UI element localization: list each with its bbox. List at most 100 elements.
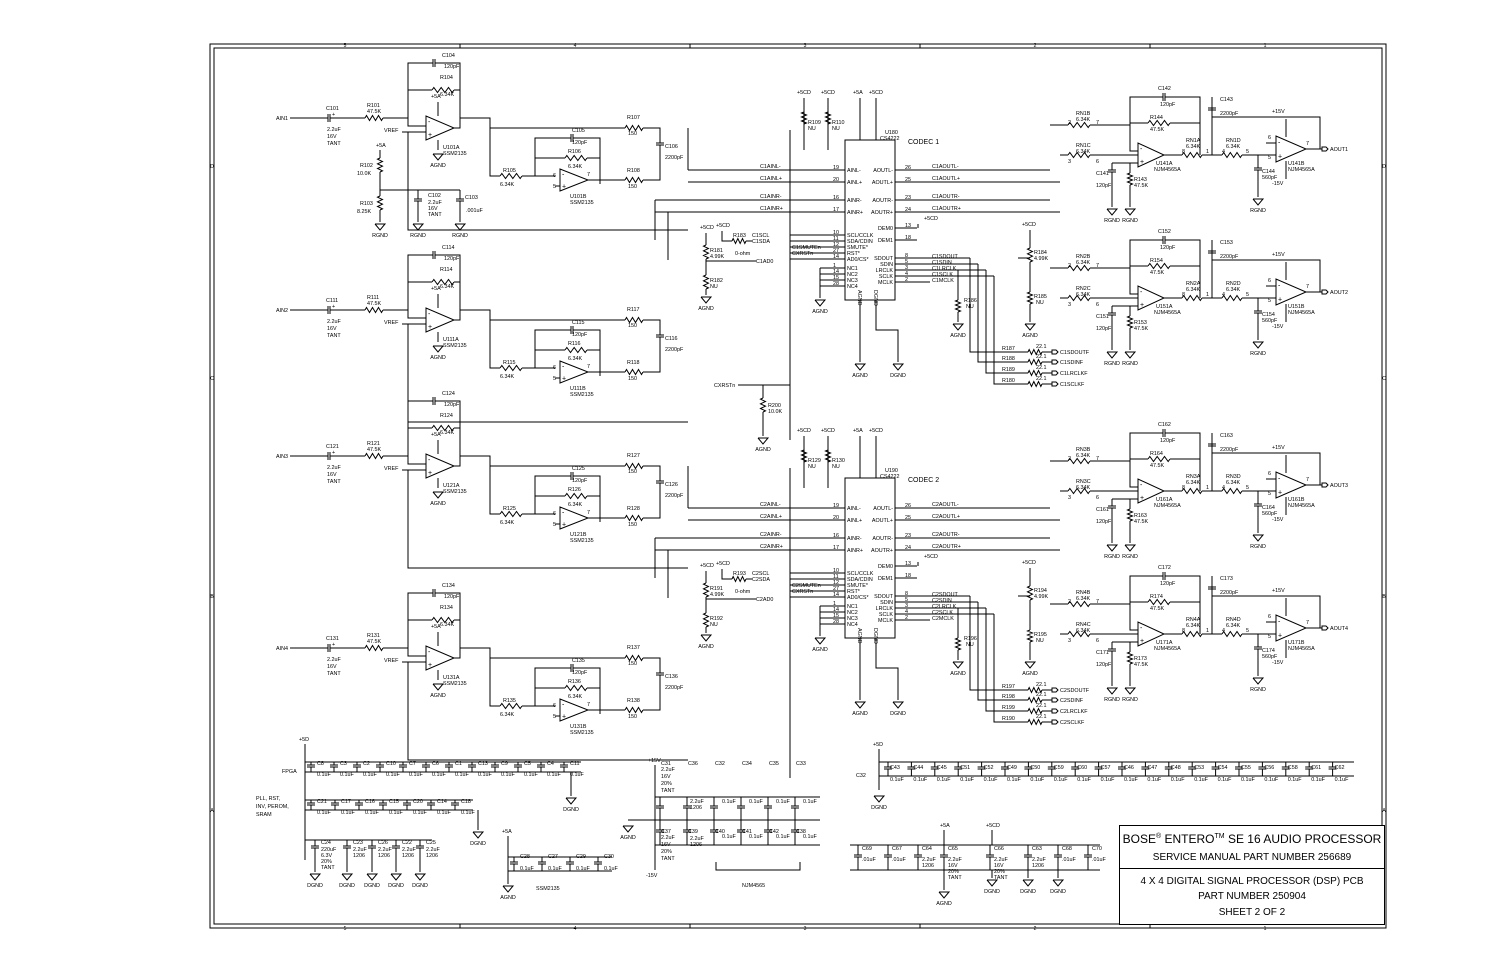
pin-number: 1 <box>833 601 836 607</box>
resistor-value: 8.25K <box>357 209 371 215</box>
pin-number: 6 <box>1268 278 1271 284</box>
pin-number: 3 <box>1068 495 1071 501</box>
ground-symbol <box>892 701 905 709</box>
output-resistor <box>624 706 644 714</box>
resistor-value: 150 <box>628 184 637 190</box>
net-label: C2AOUTL- <box>932 502 959 508</box>
ground-label: RGND <box>1122 218 1138 224</box>
capacitor-value: 16V <box>661 842 671 848</box>
rail-label: +5CD <box>1022 560 1036 566</box>
sheet-border-inner <box>213 47 1383 925</box>
resistor <box>702 582 710 598</box>
ground-label: AGND <box>755 447 771 453</box>
capacitor-value: 2.2uF <box>378 847 392 853</box>
capacitor-ref: C13 <box>478 761 488 767</box>
capacitor-value: 2.2uF <box>327 319 341 325</box>
rail-label: -15V <box>1272 660 1284 666</box>
rail-label: -15V <box>1272 517 1284 523</box>
codec-pin-label: SDA/CDIN <box>847 577 873 583</box>
resistor-ref: R101 <box>367 103 380 109</box>
resistor <box>954 637 962 651</box>
resistor-value: NU <box>710 622 718 628</box>
capacitor-ref: C37 <box>661 829 671 835</box>
pin-number: 19 <box>833 165 839 171</box>
wire <box>969 258 1028 353</box>
wire <box>489 320 500 369</box>
resistor-value: 150 <box>628 323 637 329</box>
capacitor-value: 16V <box>948 863 958 869</box>
wire <box>534 329 568 368</box>
rail-label: +5CD <box>869 90 883 96</box>
vref-label: VREF <box>384 466 399 472</box>
rail-label: +5CD <box>700 225 714 231</box>
resistor-network <box>1221 630 1243 638</box>
codec-pin-label: AOUTR- <box>872 198 893 204</box>
ground-symbol <box>814 299 827 307</box>
capacitor-ref: C51 <box>960 765 970 771</box>
resistor-value: 6.34K <box>1186 623 1200 629</box>
capacitor-value: 0.1uF <box>432 772 446 778</box>
capacitor-value: 0.1uF <box>1147 777 1161 783</box>
termination-resistor <box>1027 348 1043 356</box>
border-row-marker: C <box>210 376 214 382</box>
opamp-a <box>1137 285 1166 311</box>
opamp-minus: - <box>1140 289 1143 296</box>
codec-pin-label: SCLK <box>879 274 893 280</box>
codec-pin-label: SDOUT <box>874 256 894 262</box>
capacitor-value: 20% <box>661 781 672 787</box>
ground-label: RGND <box>1122 697 1138 703</box>
capacitor-value: 2200pF <box>665 347 684 353</box>
resistor-network <box>1067 600 1091 608</box>
codec-pin-label: SMUTE* <box>847 583 869 589</box>
capacitor-ref: C131 <box>326 636 339 642</box>
capacitor-ref: C126 <box>665 482 678 488</box>
ground-symbol <box>1252 341 1265 349</box>
capacitor-value: 220uF <box>321 847 337 853</box>
pin-number: 7 <box>1096 263 1099 269</box>
opamp-minus: - <box>1278 140 1281 147</box>
output-resistor <box>624 176 644 184</box>
pin-number: 6 <box>553 703 556 709</box>
pin-number: 15 <box>833 275 839 281</box>
resistor-network <box>1067 630 1091 638</box>
border-row-marker: D <box>210 164 214 170</box>
resistor-value: 4.99K <box>710 254 724 260</box>
resistor-ref: R121 <box>367 441 380 447</box>
resistor-ref: R136 <box>568 679 581 685</box>
ground-symbol <box>432 153 445 161</box>
resistor-ref: R189 <box>1002 367 1015 373</box>
capacitor-value: 0.1uF <box>1124 777 1138 783</box>
output-resistor <box>624 368 644 376</box>
capacitor-ref: C105 <box>572 128 585 134</box>
capacitor-value: 2.2uF <box>327 127 341 133</box>
ground-symbol <box>432 491 445 499</box>
pin-number: 24 <box>905 207 911 213</box>
net-label: C1MCLK <box>932 278 954 284</box>
capacitor-ref: C141 <box>1096 171 1109 177</box>
net-label: C1AD0 <box>756 259 773 265</box>
net-label: C2SDA <box>752 577 770 583</box>
wire <box>454 455 625 467</box>
resistor-ref: R114 <box>440 267 453 273</box>
codec-part: CS4222 <box>880 474 899 480</box>
resistor-ref: RN2A <box>1186 281 1201 287</box>
resistor-value: 6.34K <box>1076 485 1090 491</box>
capacitor-value: 2.2uF <box>353 847 367 853</box>
title-block: BOSE® ENTEROTM SE 16 AUDIO PROCESSOR SER… <box>1119 825 1385 925</box>
codec-pin-label: SDA/CDIN <box>847 239 873 245</box>
resistor-value: 6.34K <box>440 430 454 436</box>
rail-label: +5CD <box>821 90 835 96</box>
capacitor-value: 2200pF <box>665 493 684 499</box>
opamp-part: SSM2135 <box>443 151 467 157</box>
capacitor-value: 0.1uF <box>1194 777 1208 783</box>
codec-pin-label: NC2 <box>847 272 858 278</box>
resistor-ref: R109 <box>808 120 821 126</box>
input-resistor <box>364 114 384 122</box>
resistor-ref: R104 <box>440 75 453 81</box>
ground-symbol <box>309 873 322 881</box>
rail-label: +15V <box>1272 445 1285 451</box>
opamp-part: NJM4565A <box>1154 167 1181 173</box>
capacitor-ref: C142 <box>1158 86 1171 92</box>
opamp-minus: - <box>1278 283 1281 290</box>
ground-symbol <box>1106 544 1119 552</box>
